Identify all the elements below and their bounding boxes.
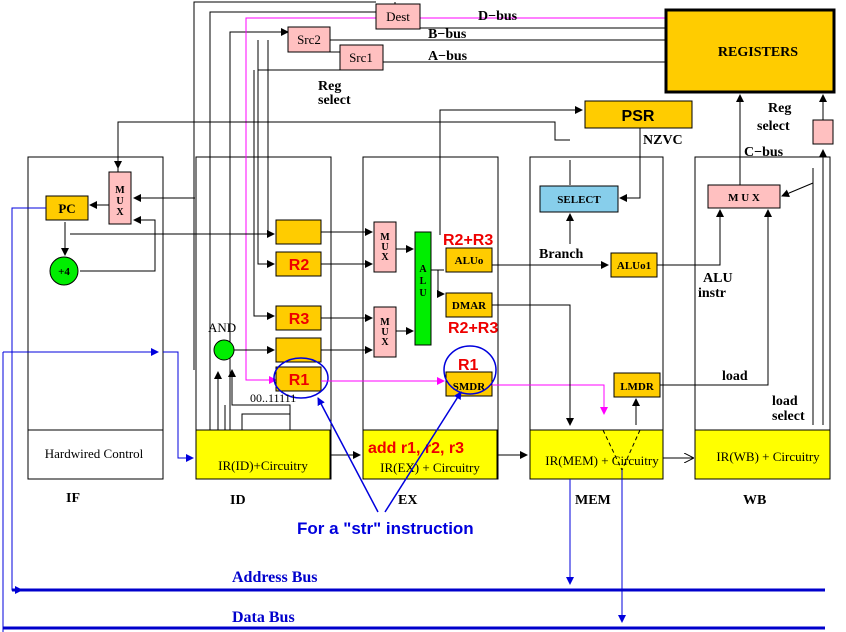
- ex-stage-label: EX: [398, 493, 417, 508]
- id-reg-top: [275, 219, 322, 245]
- smdr-label: SMDR: [453, 381, 486, 393]
- mem-stage-label: MEM: [575, 493, 611, 508]
- b-bus-label: B−bus: [428, 27, 467, 42]
- ex-ir-label: IR(EX) + Circuitry: [380, 460, 480, 475]
- c-bus-label: C−bus: [744, 145, 784, 160]
- id-r1: R1: [289, 372, 310, 389]
- smdr-box: [445, 371, 493, 397]
- id-stage-label: ID: [230, 493, 246, 508]
- ex-ir-block: [362, 429, 498, 480]
- src1-box: [339, 44, 384, 71]
- aluo1-box: [610, 252, 658, 278]
- id-reg-r3: [275, 305, 322, 331]
- lmdr-label: LMDR: [620, 381, 655, 393]
- registers-title: REGISTERS: [718, 45, 798, 60]
- wb-ir-label: IR(WB) + Circuitry: [716, 449, 820, 464]
- reg-select-box: [812, 119, 834, 145]
- hardwired-control: Hardwired Control: [45, 446, 144, 461]
- plus4-label: +4: [58, 266, 70, 278]
- src2-label: Src2: [297, 32, 321, 47]
- plus4-adder: [49, 256, 79, 286]
- add-instr: add r1, r2, r3: [368, 440, 464, 457]
- dest-label: Dest: [386, 9, 410, 24]
- wb-stage-label: WB: [743, 493, 766, 508]
- id-r2: R2: [289, 257, 310, 274]
- alu-block: [414, 231, 432, 346]
- and-label: AND: [208, 320, 236, 335]
- wb-mux: [707, 184, 781, 209]
- id-reg-r1: [275, 366, 322, 392]
- if-stage-frame: [27, 156, 164, 480]
- data-bus-label: Data Bus: [232, 609, 295, 626]
- smdr-circle: [443, 345, 497, 395]
- str-annotation: For a "str" instruction: [297, 519, 474, 538]
- wb-ir-block: [694, 429, 831, 480]
- wb-mux-label: M U X: [728, 192, 760, 204]
- address-bus-label: Address Bus: [232, 569, 318, 586]
- aluo-label: ALUo: [455, 255, 484, 267]
- if-stage-label: IF: [66, 491, 80, 506]
- psr-label: PSR: [622, 108, 655, 125]
- mem-ir-block: [529, 429, 664, 480]
- r2r3-bottom: R2+R3: [448, 320, 498, 337]
- ex-mux-bottom: [373, 306, 397, 358]
- pc-label: PC: [58, 201, 75, 216]
- dmar-box: [445, 292, 493, 318]
- ones-label: 00..11111: [250, 391, 296, 405]
- id-ir-block: [195, 429, 331, 480]
- registers-block: [664, 8, 836, 94]
- psr-nzvc: NZVC: [643, 133, 683, 148]
- select-box: [539, 185, 619, 213]
- r2r3-top: R2+R3: [443, 232, 493, 249]
- aluo-box: [445, 247, 493, 273]
- src2-box: [287, 26, 331, 53]
- d-bus-label: D−bus: [478, 9, 518, 24]
- mem-ir-label: IR(MEM) + Circuitry: [545, 453, 659, 468]
- select-label: SELECT: [557, 194, 601, 206]
- aluo1-label: ALUo1: [617, 260, 651, 272]
- id-ir-label: IR(ID)+Circuitry: [218, 458, 308, 473]
- a-bus-label: A−bus: [428, 49, 468, 64]
- load-label: load: [722, 369, 748, 384]
- branch-label: Branch: [539, 247, 584, 262]
- dmar-label: DMAR: [452, 300, 487, 312]
- id-r3: R3: [289, 311, 310, 328]
- psr-box: [584, 100, 693, 129]
- r1-ex: R1: [458, 357, 479, 374]
- src1-label: Src1: [349, 50, 373, 65]
- dest-box: [375, 3, 421, 30]
- ex-mux-top: [373, 221, 397, 273]
- id-r1-circle: [273, 357, 329, 399]
- if-mux: [108, 171, 132, 225]
- and-gate: [213, 339, 235, 361]
